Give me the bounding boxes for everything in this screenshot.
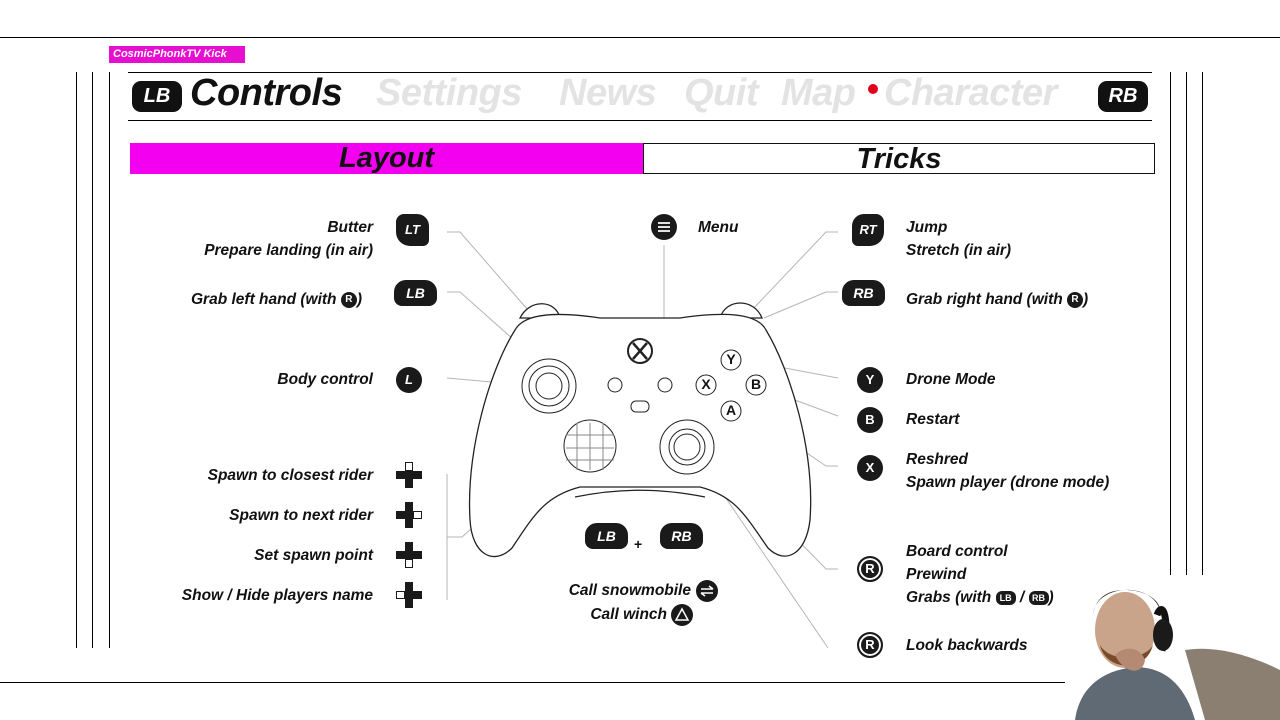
right-border-3	[1202, 72, 1203, 648]
dpad-left-icon	[396, 582, 422, 608]
lb-bumper-badge[interactable]: LB	[132, 81, 182, 112]
dpad-up-icon	[396, 462, 422, 488]
right-stick-click-icon: R	[857, 632, 883, 658]
label-reshred: Reshred	[906, 451, 969, 468]
label-grab-right-close: )	[1083, 291, 1089, 308]
controller-b-glyph: B	[750, 376, 762, 392]
label-call-snowmobile: Call snowmobile	[568, 582, 691, 599]
controller-y-glyph: Y	[726, 351, 736, 367]
right-border-1	[1170, 72, 1171, 648]
segment-tricks[interactable]: Tricks	[643, 143, 1155, 175]
left-border-2	[92, 72, 93, 648]
label-restart: Restart	[906, 411, 960, 428]
streamer-figure	[1065, 575, 1280, 720]
header-bottom-rule	[128, 120, 1152, 121]
left-border-1	[76, 72, 77, 648]
grabs-lb-mini-icon: LB	[995, 590, 1016, 605]
tab-settings[interactable]: Settings	[376, 72, 522, 114]
center-small-buttons	[607, 377, 673, 413]
lb-bumper-icon: LB	[394, 280, 437, 306]
label-prepare-landing: Prepare landing (in air)	[204, 242, 373, 259]
right-border-2	[1186, 72, 1187, 648]
label-grabs-close: )	[1048, 589, 1054, 606]
dpad-right-icon	[396, 502, 422, 528]
winch-icon	[671, 604, 693, 626]
label-prewind: Prewind	[906, 566, 967, 583]
controller-a-glyph: A	[725, 402, 737, 418]
lt-trigger-icon: LT	[396, 214, 429, 246]
right-stick	[659, 419, 715, 475]
label-butter: Butter	[327, 219, 373, 236]
right-stick-icon: R	[857, 556, 883, 582]
label-grab-left-close: )	[356, 291, 363, 308]
label-grab-right: Grab right hand (with R)	[906, 288, 1088, 311]
tab-controls[interactable]: Controls	[190, 72, 343, 114]
label-body-control: Body control	[277, 371, 373, 388]
face-buttons	[695, 349, 767, 422]
combo-plus: +	[634, 536, 643, 552]
tab-map[interactable]: Map	[781, 72, 856, 114]
label-stretch: Stretch (in air)	[906, 242, 1012, 259]
label-drone-mode: Drone Mode	[906, 371, 996, 388]
left-stick	[521, 358, 577, 414]
segment-layout[interactable]: Layout	[130, 143, 643, 174]
tab-quit[interactable]: Quit	[684, 72, 758, 114]
left-border-3	[109, 72, 110, 648]
combo-rb-icon: RB	[660, 523, 703, 549]
label-grabs-sep: /	[1015, 589, 1029, 606]
dpad-grid	[563, 419, 617, 473]
r-stick-mini-icon-2: R	[1067, 291, 1084, 308]
label-spawn-next: Spawn to next rider	[229, 507, 373, 524]
tab-character[interactable]: Character	[884, 72, 1057, 114]
header-top-rule	[128, 72, 1152, 73]
b-button-icon: B	[857, 407, 883, 433]
xbox-logo-icon	[627, 338, 653, 364]
bottom-frame-line	[0, 682, 1280, 683]
label-spawn-player: Spawn player (drone mode)	[906, 474, 1110, 491]
snowmobile-icon	[696, 580, 718, 602]
combo-lb-icon: LB	[585, 523, 628, 549]
controller-x-glyph: X	[701, 376, 711, 392]
record-dot	[868, 84, 878, 94]
label-grab-left: Grab left hand (with R)	[191, 288, 362, 311]
x-button-icon: X	[857, 455, 883, 481]
label-jump: Jump	[906, 219, 948, 236]
label-grabs-text: Grabs (with	[906, 589, 996, 606]
label-menu: Menu	[698, 219, 739, 236]
label-show-hide: Show / Hide players name	[181, 587, 373, 604]
label-look-backwards: Look backwards	[906, 637, 1028, 654]
rb-bumper-badge[interactable]: RB	[1098, 81, 1148, 112]
label-set-spawn: Set spawn point	[254, 547, 373, 564]
label-call-winch: Call winch	[590, 606, 667, 623]
webcam-overlay	[1065, 575, 1280, 720]
grabs-rb-mini-icon: RB	[1028, 590, 1049, 605]
label-board-control: Board control	[906, 543, 1008, 560]
left-stick-icon: L	[396, 367, 422, 393]
menu-icon	[651, 214, 677, 240]
label-spawn-closest: Spawn to closest rider	[207, 467, 373, 484]
top-frame-line	[0, 37, 1280, 38]
label-grab-right-text: Grab right hand (with	[906, 291, 1068, 308]
dpad-down-icon	[396, 542, 422, 568]
stream-tag: CosmicPhonkTV Kick	[109, 46, 245, 63]
r-stick-mini-icon: R	[340, 291, 357, 308]
label-grab-left-text: Grab left hand (with	[191, 291, 341, 308]
rb-bumper-icon: RB	[842, 280, 885, 306]
tab-news[interactable]: News	[559, 72, 657, 114]
label-grabs: Grabs (with LB / RB)	[906, 586, 1054, 609]
rt-trigger-icon: RT	[852, 214, 884, 246]
y-button-icon: Y	[857, 367, 883, 393]
